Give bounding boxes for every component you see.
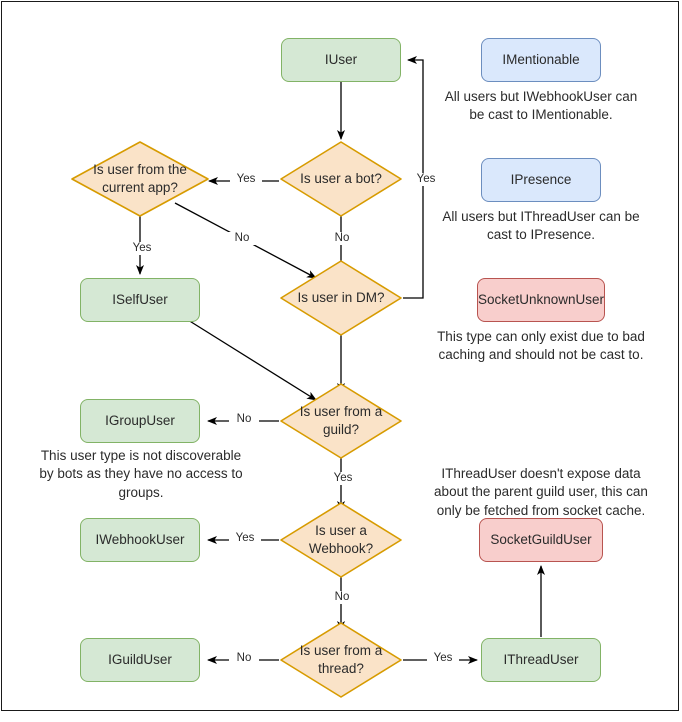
node-ipresence[interactable]: IPresence [481, 158, 601, 202]
node-is-user-from-a-thread-label: Is user from a thread? [299, 643, 383, 676]
node-iguilduser-label: IGuildUser [108, 652, 172, 668]
node-igroupuser-label: IGroupUser [105, 413, 175, 429]
node-iguilduser[interactable]: IGuildUser [80, 638, 200, 682]
node-is-user-in-dm-label: Is user in DM? [297, 290, 385, 306]
node-is-user-in-dm[interactable]: Is user in DM? [279, 259, 403, 337]
node-iwebhookuser[interactable]: IWebhookUser [80, 518, 200, 562]
node-imentionable-label: IMentionable [502, 52, 580, 68]
note-socketunknownuser: This type can only exist due to bad cach… [437, 329, 645, 363]
node-is-user-from-a-thread[interactable]: Is user from a thread? [279, 621, 403, 699]
node-is-user-a-bot-label: Is user a bot? [300, 171, 382, 187]
edge-label-currentapp-no: No [227, 232, 257, 245]
edge-label-bot-yes: Yes [230, 173, 262, 186]
diamond-shape [280, 260, 402, 336]
diamond-shape [280, 141, 402, 217]
node-is-user-from-current-app[interactable]: Is user from the current app? [70, 140, 210, 218]
node-is-user-a-webhook[interactable]: Is user a Webhook? [279, 501, 403, 579]
node-is-user-a-webhook-label: Is user a Webhook? [308, 523, 374, 556]
diamond-shape [71, 141, 209, 217]
edge-label-guild-yes: Yes [327, 472, 359, 485]
diamond-shape [280, 383, 402, 459]
note-ipresence: All users but IThreadUser can be cast to… [442, 209, 640, 243]
edge-label-webhook-yes: Yes [229, 532, 261, 545]
node-is-user-from-a-guild[interactable]: Is user from a guild? [279, 382, 403, 460]
diamond-shape [280, 502, 402, 578]
node-is-user-from-current-app-label: Is user from the current app? [93, 162, 187, 195]
note-socketguilduser: IThreadUser doesn't expose data about th… [434, 466, 648, 518]
note-imentionable: All users but IWebhookUser can be cast t… [444, 89, 638, 123]
node-iselfuser-label: ISelfUser [112, 292, 168, 308]
node-iuser-label: IUser [324, 52, 358, 68]
node-ithreaduser-label: IThreadUser [503, 652, 579, 668]
diamond-shape [280, 622, 402, 698]
node-socketguilduser[interactable]: SocketGuildUser [479, 518, 603, 562]
edge-label-thread-no: No [229, 652, 259, 665]
node-socketunknownuser[interactable]: SocketUnknownUser [477, 278, 605, 322]
node-socketunknownuser-label: SocketUnknownUser [477, 292, 605, 308]
node-imentionable[interactable]: IMentionable [481, 38, 601, 82]
node-is-user-from-a-guild-label: Is user from a guild? [299, 404, 383, 437]
edge-label-webhook-no: No [327, 591, 357, 604]
edge-label-guild-no: No [229, 413, 259, 426]
node-iuser[interactable]: IUser [281, 38, 401, 82]
node-iselfuser[interactable]: ISelfUser [80, 278, 200, 322]
edge-label-bot-no: No [327, 232, 357, 245]
edge-label-currentapp-yes: Yes [126, 242, 158, 255]
node-igroupuser[interactable]: IGroupUser [80, 399, 200, 443]
node-ithreaduser[interactable]: IThreadUser [481, 638, 601, 682]
node-ipresence-label: IPresence [510, 172, 572, 188]
edge-label-dm-yes: Yes [411, 173, 441, 186]
note-igroupuser: This user type is not discoverable by bo… [39, 448, 243, 500]
node-iwebhookuser-label: IWebhookUser [95, 532, 185, 548]
node-is-user-a-bot[interactable]: Is user a bot? [279, 140, 403, 218]
node-socketguilduser-label: SocketGuildUser [490, 532, 592, 548]
edge-label-thread-yes: Yes [427, 652, 459, 665]
